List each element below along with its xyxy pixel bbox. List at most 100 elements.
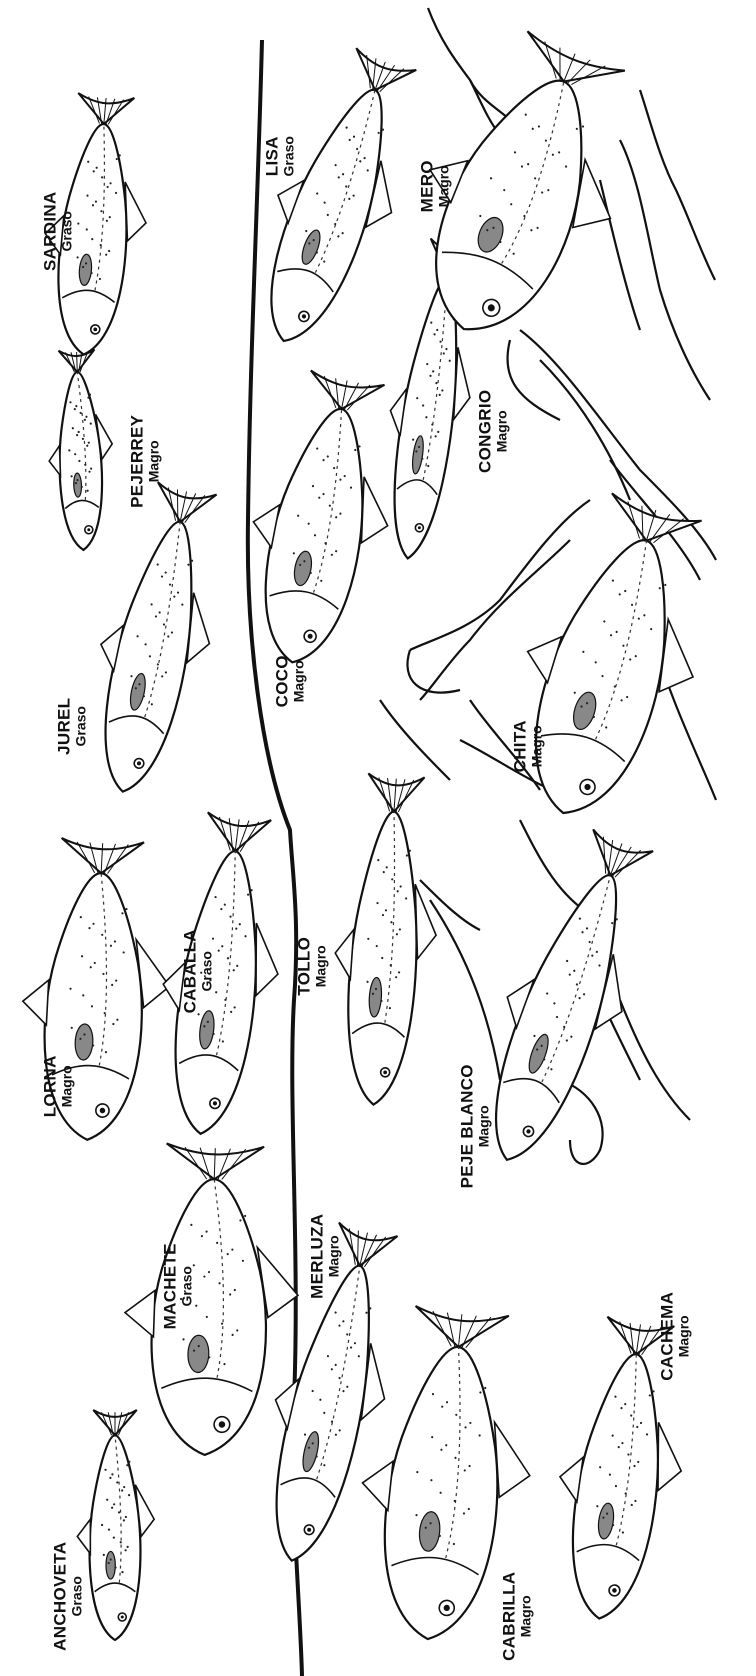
label-caballa-type: Graso — [200, 921, 215, 1021]
ventral-fin — [124, 1289, 155, 1336]
label-tollo: TOLLO Magro — [296, 926, 329, 1006]
scale-speckle — [128, 1494, 130, 1496]
label-mero-name: MERO — [419, 146, 437, 226]
label-merluza-type: Magro — [327, 1201, 342, 1311]
scale-speckle — [127, 1546, 129, 1548]
scale-speckle — [111, 1507, 113, 1509]
scale-speckle — [108, 1562, 110, 1564]
scale-speckle — [104, 1469, 106, 1471]
fish-lisa — [232, 40, 440, 360]
label-lisa: LISA Graso — [264, 116, 297, 196]
label-chita-name: CHITA — [512, 706, 530, 786]
label-machete: MACHETE Graso — [162, 1226, 195, 1346]
scale-speckle — [101, 1524, 103, 1526]
label-machete-type: Graso — [180, 1226, 195, 1346]
label-sardina: SARDINA Graso — [42, 181, 75, 281]
scale-speckle — [664, 584, 667, 587]
label-anchoveta-name: ANCHOVETA — [52, 1536, 70, 1656]
ventral-fin — [360, 1458, 393, 1510]
fish-caballa — [146, 809, 297, 1140]
label-congrio: CONGRIO Magro — [477, 376, 510, 486]
fish-tollo — [325, 772, 447, 1108]
label-mero: MERO Magro — [419, 146, 452, 226]
scale-speckle — [113, 1503, 115, 1505]
label-cabrilla-type: Magro — [519, 1561, 534, 1671]
label-merluza: MERLUZA Magro — [309, 1201, 342, 1311]
ventral-fin — [49, 446, 61, 476]
scale-speckle — [113, 1537, 115, 1539]
label-tollo-type: Magro — [314, 926, 329, 1006]
scale-speckle — [123, 1486, 125, 1488]
label-anchoveta-type: Graso — [70, 1536, 85, 1656]
label-jurel-type: Graso — [74, 686, 89, 766]
scale-speckle — [103, 1554, 105, 1556]
label-mero-type: Magro — [437, 146, 452, 226]
label-lisa-name: LISA — [264, 116, 282, 196]
fish-coco — [229, 365, 414, 675]
label-coco: COCO Magro — [274, 641, 307, 721]
label-caballa: CABALLA Graso — [182, 921, 215, 1021]
label-coco-type: Magro — [292, 641, 307, 721]
label-lisa-type: Graso — [282, 116, 297, 196]
scale-speckle — [106, 1499, 108, 1501]
fish-pejerrey — [45, 349, 116, 551]
scale-speckle — [109, 1477, 111, 1479]
fish-body — [90, 1435, 141, 1640]
label-coco-name: COCO — [274, 641, 292, 721]
label-chita-type: Magro — [530, 706, 545, 786]
fish-machete — [120, 1142, 303, 1458]
scale-speckle — [111, 1473, 113, 1475]
label-tollo-name: TOLLO — [296, 926, 314, 1006]
label-cachema: CACHEMA Magro — [659, 1281, 692, 1391]
label-peje-blanco: PEJE BLANCO Magro — [459, 1061, 492, 1191]
label-peje-blanco-type: Magro — [477, 1061, 492, 1191]
fish-pupil — [121, 1616, 124, 1619]
label-merluza-name: MERLUZA — [309, 1201, 327, 1311]
scale-speckle — [128, 1461, 130, 1463]
scale-speckle — [126, 1464, 128, 1466]
scale-speckle — [110, 1558, 112, 1560]
fish-group — [16, 17, 738, 1648]
scale-speckle — [108, 1529, 110, 1531]
label-anchoveta: ANCHOVETA Graso — [52, 1536, 85, 1656]
label-pejerrey: PEJERREY Magro — [129, 406, 162, 516]
ventral-fin — [333, 928, 353, 979]
label-cabrilla: CABRILLA Magro — [501, 1561, 534, 1671]
scale-speckle — [120, 1541, 122, 1543]
label-jurel: JUREL Graso — [56, 686, 89, 766]
label-peje-blanco-name: PEJE BLANCO — [459, 1061, 477, 1191]
label-cachema-type: Magro — [677, 1281, 692, 1391]
label-congrio-type: Magro — [495, 376, 510, 486]
label-cachema-name: CACHEMA — [659, 1281, 677, 1391]
pectoral-fin — [106, 1551, 115, 1579]
tail-stripe — [77, 352, 78, 372]
label-congrio-name: CONGRIO — [477, 376, 495, 486]
label-pejerrey-name: PEJERREY — [129, 406, 147, 516]
scale-speckle — [114, 1566, 116, 1568]
label-sardina-name: SARDINA — [42, 181, 60, 281]
scale-speckle — [582, 125, 585, 128]
scale-speckle — [121, 1571, 123, 1573]
fish-body — [341, 809, 427, 1107]
label-cabrilla-name: CABRILLA — [501, 1561, 519, 1671]
label-chita: CHITA Magro — [512, 706, 545, 786]
scale-speckle — [125, 1549, 127, 1551]
fish-anchoveta — [77, 1410, 154, 1640]
label-jurel-name: JUREL — [56, 686, 74, 766]
scale-speckle — [121, 1489, 123, 1491]
label-sardina-type: Graso — [60, 181, 75, 281]
pectoral-fin — [73, 473, 82, 497]
ventral-fin — [22, 979, 49, 1025]
label-lorna-type: Magro — [60, 1046, 75, 1126]
scale-speckle — [118, 1511, 120, 1513]
label-lorna: LORNA Magro — [42, 1046, 75, 1126]
scale-speckle — [125, 1516, 127, 1518]
fish-body — [472, 863, 646, 1173]
label-pejerrey-type: Magro — [147, 406, 162, 516]
label-lorna-name: LORNA — [42, 1046, 60, 1126]
scale-speckle — [123, 1519, 125, 1521]
scale-speckle — [484, 1387, 486, 1389]
label-caballa-name: CABALLA — [182, 921, 200, 1021]
